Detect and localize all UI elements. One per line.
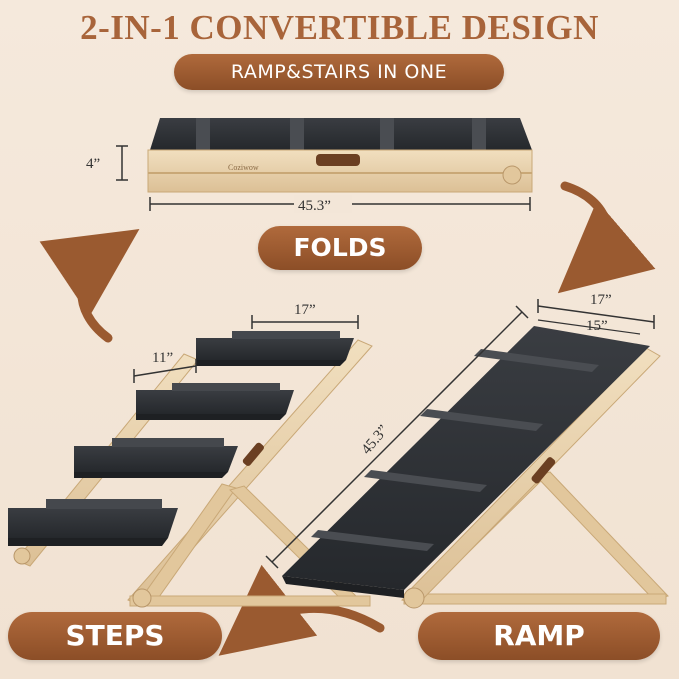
arrow-to-ramp-icon <box>557 181 656 294</box>
ramp-strip <box>311 530 434 551</box>
ramp-base <box>403 593 667 605</box>
ramp-strip <box>364 470 487 492</box>
step-strip <box>232 331 340 339</box>
ramp-width-outer-label: 17” <box>590 292 612 308</box>
steps-handle-icon <box>242 442 264 466</box>
ramp-carpet <box>282 326 650 590</box>
brand-logo: Coziwow <box>228 163 259 172</box>
step-depth-label: 11” <box>152 350 173 366</box>
ramp-leg <box>535 471 669 601</box>
ramp-width-marker: 17” 15” <box>537 292 655 335</box>
folded-ramp: Coziwow <box>147 118 533 193</box>
fold-height-label: 4” <box>86 156 100 172</box>
folded-carpet <box>150 118 532 150</box>
folded-strip <box>380 118 394 150</box>
folded-strip <box>196 118 210 150</box>
fold-length-label: 45.3” <box>298 198 331 214</box>
step-tread <box>136 390 294 414</box>
step-strip <box>172 383 280 391</box>
step-width-label: 17” <box>294 302 316 318</box>
step-tread <box>196 338 354 360</box>
folds-mode-label: FOLDS <box>258 226 422 270</box>
ramp-width-inner-label: 15” <box>586 318 608 334</box>
ramp-configuration <box>282 326 669 609</box>
fold-length-marker: 45.3” <box>149 195 531 214</box>
ramp-mode-label: RAMP <box>418 612 660 660</box>
step-depth-marker: 11” <box>133 350 197 383</box>
folded-strip <box>290 118 304 150</box>
ramp-strip <box>474 349 599 372</box>
fold-height-marker: 4” <box>86 145 128 181</box>
handle-icon <box>316 154 360 166</box>
ramp-hinge <box>403 587 425 609</box>
steps-hinge <box>132 588 152 608</box>
folded-hinge <box>502 165 522 185</box>
steps-mode-label: STEPS <box>8 612 222 660</box>
arrow-to-folds-icon <box>39 229 140 343</box>
folded-frame <box>147 149 533 193</box>
step-strip <box>46 499 162 509</box>
step-width-marker: 17” <box>251 302 359 329</box>
headline-title: 2-IN-1 CONVERTIBLE DESIGN <box>80 8 599 47</box>
ramp-length-label: 45.3” <box>359 422 392 458</box>
steps-configuration <box>8 331 373 608</box>
step-strip <box>112 438 224 447</box>
ramp-handle-icon <box>531 457 556 484</box>
steps-hinge <box>13 547 31 565</box>
folded-strip <box>472 118 486 150</box>
step-tread <box>74 446 238 472</box>
ramp-strip <box>420 409 543 431</box>
step-tread <box>8 508 178 538</box>
steps-base <box>129 595 371 607</box>
arrow-to-steps-icon <box>218 564 385 656</box>
subtitle-pill: RAMP&STAIRS IN ONE <box>174 54 504 90</box>
folded-frame-line <box>148 172 532 174</box>
